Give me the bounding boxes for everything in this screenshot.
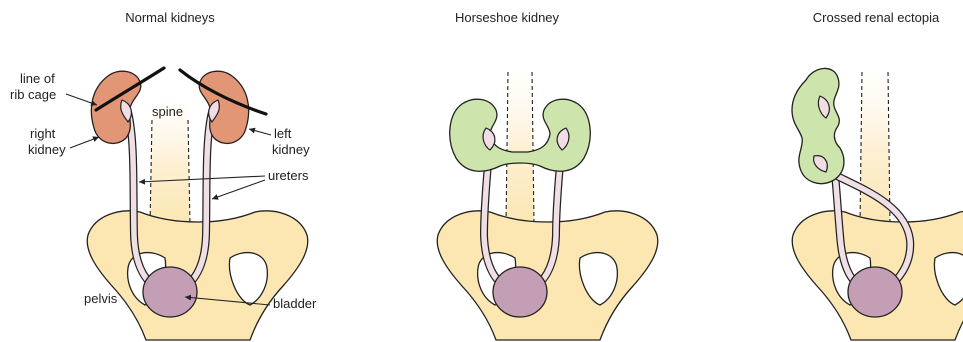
label-right: right xyxy=(30,126,56,141)
label-left-kidney: kidney xyxy=(272,142,310,157)
panel-title-crossed: Crossed renal ectopia xyxy=(813,10,940,25)
label-left: left xyxy=(274,126,292,141)
panel-normal-kidneys: Normal kidneys line of rib cage right ki… xyxy=(10,10,317,340)
label-pelvis: pelvis xyxy=(84,291,118,306)
label-spine: spine xyxy=(152,104,183,119)
panel-horseshoe-kidney: Horseshoe kidney xyxy=(437,10,658,340)
panel-title-horseshoe: Horseshoe kidney xyxy=(455,10,560,25)
label-right-kidney: kidney xyxy=(28,142,66,157)
left-kidney-leader xyxy=(249,129,271,135)
right-kidney-leader xyxy=(70,137,99,148)
label-line-of: line of xyxy=(20,71,55,86)
bladder xyxy=(493,267,547,317)
bladder xyxy=(143,267,197,317)
label-rib-cage: rib cage xyxy=(10,87,56,102)
label-bladder: bladder xyxy=(273,296,317,311)
label-ureters: ureters xyxy=(268,168,309,183)
spine xyxy=(506,72,534,225)
bladder xyxy=(848,267,902,317)
ureters-leader-2 xyxy=(212,180,265,199)
panel-title-normal: Normal kidneys xyxy=(125,10,215,25)
panel-crossed-renal-ectopia: Crossed renal ectopia xyxy=(792,10,963,340)
